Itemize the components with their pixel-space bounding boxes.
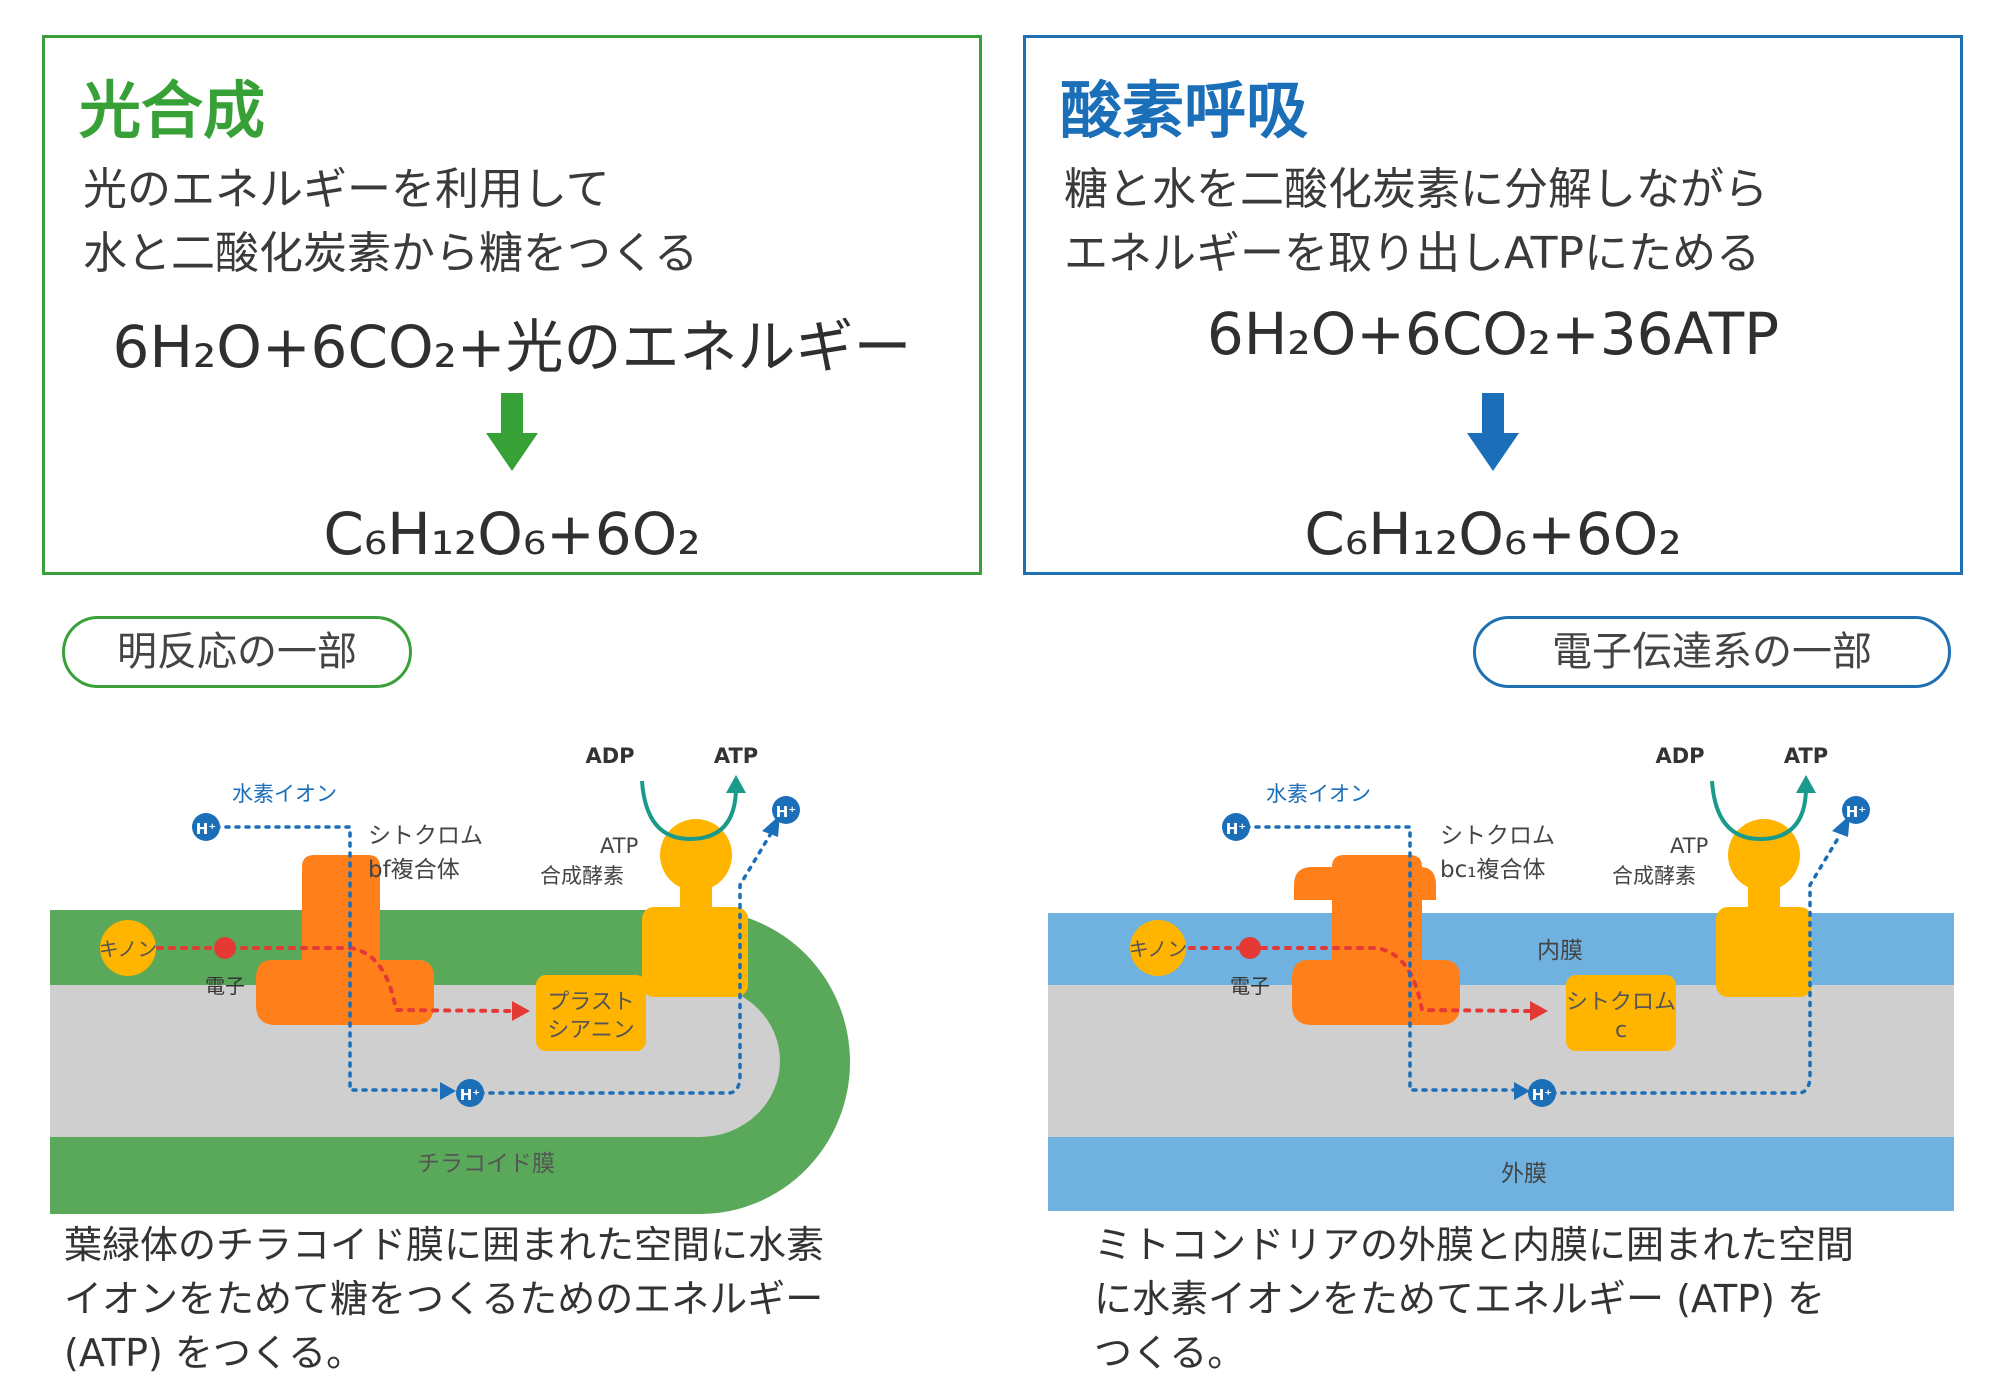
h-ion-circle — [192, 813, 220, 841]
down-arrow-icon — [486, 393, 538, 471]
cytochrome-complex — [256, 855, 434, 1025]
atp-synthase-label: ATP — [1670, 834, 1708, 858]
cytochrome-label: シトクロム — [1440, 823, 1555, 849]
quinone-molecule — [1130, 920, 1186, 976]
adp-atp-arrowhead — [1796, 775, 1816, 793]
cytochrome-c-box — [1566, 975, 1676, 1051]
hydrogen-ion-arrowhead — [762, 815, 780, 837]
description-line: エネルギーを取り出しATPにためる — [1064, 228, 1761, 279]
panel-title: 光合成 — [79, 74, 266, 147]
atp-synthase-base — [642, 907, 748, 997]
caption-line: つくる。 — [1094, 1331, 1246, 1375]
h-ion-label: H⁺ — [1226, 820, 1246, 838]
equation-products: C₆H₁₂O₆+6O₂ — [1304, 500, 1682, 568]
mitochondria-diagram: 内膜 外膜 キノン 電子 シトクロム c H⁺ H⁺ H⁺ 水素イオン シトクロ… — [1048, 744, 1954, 1211]
panel-description: 光のエネルギーを利用して 水と二酸化炭素から糖をつくる — [83, 158, 698, 286]
complex-label: bf複合体 — [368, 857, 460, 883]
description-line: 水と二酸化炭素から糖をつくる — [83, 228, 699, 279]
panel-description: 糖と水を二酸化炭素に分解しながら エネルギーを取り出しATPにためる — [1064, 158, 1768, 286]
electron-label: 電子 — [1230, 974, 1270, 998]
caption-line: ミトコンドリアの外膜と内膜に囲まれた空間 — [1094, 1223, 1855, 1267]
intermembrane-space — [1048, 985, 1954, 1137]
equation-reactants: 6H₂O+6CO₂+光のエネルギー — [112, 313, 912, 381]
respiration-panel: 酸素呼吸 糖と水を二酸化炭素に分解しながら エネルギーを取り出しATPにためる … — [1023, 35, 1963, 575]
h-ion-circle — [456, 1079, 484, 1107]
plastocyanin-box — [536, 975, 646, 1051]
electron-path — [156, 946, 514, 1013]
caption-line: に水素イオンをためてエネルギー (ATP) を — [1094, 1277, 1825, 1321]
membrane-label: チラコイド膜 — [417, 1151, 555, 1177]
mitochondria-caption: ミトコンドリアの外膜と内膜に囲まれた空間 に水素イオンをためてエネルギー (AT… — [1094, 1218, 1954, 1380]
electron-transport-badge: 電子伝達系の一部 — [1473, 616, 1951, 688]
electron-arrowhead — [512, 1001, 530, 1021]
panel-title: 酸素呼吸 — [1060, 74, 1309, 147]
description-line: 光のエネルギーを利用して — [83, 164, 610, 215]
complex-label: bc₁複合体 — [1440, 857, 1545, 883]
equation-reactants: 6H₂O+6CO₂+36ATP — [1206, 300, 1780, 368]
equation-products: C₆H₁₂O₆+6O₂ — [323, 500, 701, 568]
h-ion-label: H⁺ — [196, 820, 216, 838]
atp-label: ATP — [714, 744, 758, 768]
h-ion-circle — [772, 796, 800, 824]
adp-label: ADP — [1655, 744, 1704, 768]
h-ion-circle — [1222, 813, 1250, 841]
cytochrome-c-label: シトクロム — [1566, 990, 1676, 1015]
outer-membrane-label: 外膜 — [1501, 1161, 1547, 1187]
cytochrome-c-label: c — [1615, 1018, 1627, 1043]
adp-atp-arrow — [640, 780, 738, 842]
caption-line: 葉緑体のチラコイド膜に囲まれた空間に水素 — [64, 1223, 825, 1267]
atp-label: ATP — [1784, 744, 1828, 768]
outer-membrane — [1048, 1137, 1954, 1211]
atp-synthase-label: ATP — [600, 834, 638, 858]
atp-synthase-base — [1716, 907, 1812, 997]
light-reaction-badge: 明反応の一部 — [62, 616, 412, 688]
thylakoid-diagram: キノン 電子 プラスト シアニン H⁺ H⁺ H⁺ 水素イオン シトクロム bf… — [50, 744, 850, 1214]
h-ion-circle — [1842, 796, 1870, 824]
electron-path — [1188, 946, 1532, 1013]
hydrogen-ion-arrowhead — [1832, 815, 1850, 837]
quinone-label: キノン — [1129, 937, 1188, 961]
hydrogen-ion-arrowhead — [1514, 1082, 1530, 1100]
down-arrow-icon — [1467, 393, 1519, 471]
hydrogen-ion-label: 水素イオン — [1266, 782, 1371, 806]
electron-arrowhead — [1530, 1001, 1548, 1021]
h-ion-label: H⁺ — [776, 803, 796, 821]
caption-line: イオンをためて糖をつくるためのエネルギー — [64, 1277, 824, 1321]
adp-label: ADP — [585, 744, 634, 768]
atp-synthase-label: 合成酵素 — [540, 864, 624, 888]
h-ion-label: H⁺ — [1532, 1086, 1552, 1104]
cytochrome-complex-cap — [1294, 867, 1436, 900]
h-ion-label: H⁺ — [460, 1086, 480, 1104]
photosynthesis-panel: 光合成 光のエネルギーを利用して 水と二酸化炭素から糖をつくる 6H₂O+6CO… — [42, 35, 982, 575]
h-ion-circle — [1528, 1079, 1556, 1107]
quinone-molecule — [100, 920, 156, 976]
hydrogen-ion-arrowhead — [440, 1082, 456, 1100]
hydrogen-ion-path — [1234, 825, 1842, 1095]
adp-atp-arrow — [1710, 780, 1808, 842]
h-ion-label: H⁺ — [1846, 803, 1866, 821]
inner-membrane-label: 内膜 — [1537, 938, 1583, 964]
quinone-label: キノン — [99, 937, 158, 961]
electron-dot — [214, 937, 236, 959]
thylakoid-caption: 葉緑体のチラコイド膜に囲まれた空間に水素 イオンをためて糖をつくるためのエネルギ… — [64, 1218, 944, 1380]
electron-label: 電子 — [205, 974, 245, 998]
hydrogen-ion-label: 水素イオン — [232, 782, 337, 806]
hydrogen-ion-path — [204, 825, 772, 1095]
caption-line: (ATP) をつくる。 — [64, 1331, 365, 1375]
atp-synthase-label: 合成酵素 — [1612, 864, 1696, 888]
adp-atp-arrowhead — [726, 775, 746, 793]
cytochrome-label: シトクロム — [368, 823, 483, 849]
plastocyanin-label: シアニン — [547, 1018, 635, 1043]
description-line: 糖と水を二酸化炭素に分解しながら — [1064, 164, 1768, 215]
plastocyanin-label: プラスト — [547, 990, 635, 1015]
